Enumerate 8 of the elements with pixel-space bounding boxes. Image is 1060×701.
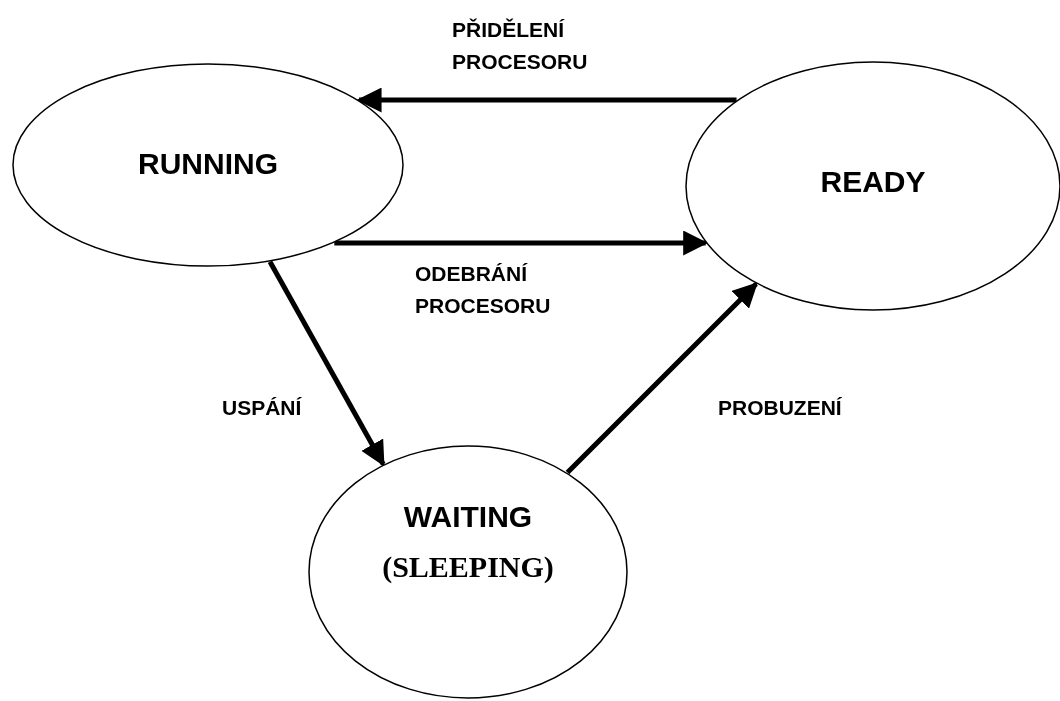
state-subtitle: (SLEEPING)	[382, 550, 554, 584]
arrow	[565, 282, 758, 475]
arrow	[356, 87, 737, 113]
state-name: WAITING	[403, 500, 533, 534]
arrow	[267, 260, 386, 467]
state-name: RUNNING	[138, 147, 278, 181]
arrow	[334, 230, 709, 256]
state-name: READY	[820, 165, 926, 199]
